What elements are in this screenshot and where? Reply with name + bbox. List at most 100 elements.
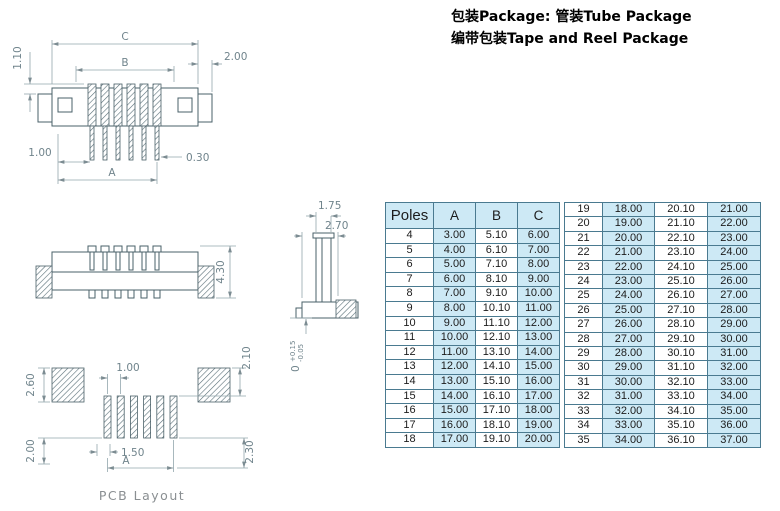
dim-label-pcb-a: A [122,455,130,467]
table-cell: 35 [564,432,603,448]
table-cell: 25 [564,288,603,304]
table-cell: 9.00 [433,315,476,332]
dim-label-a: A [108,167,116,179]
table-cell: 22.10 [654,230,708,247]
table-cell: 23.00 [707,230,761,247]
table-cell: 31.00 [602,389,655,405]
table-cell: 11 [385,330,434,346]
dim-label-2-00: 2.00 [224,51,247,63]
front-view-drawing: 4.30 [35,245,236,299]
table-cell: 28.00 [602,346,655,362]
table-cell: 12.00 [433,359,476,375]
dim-label-2-60: 2.60 [25,373,37,396]
dim-label-1-10: 1.10 [12,46,24,69]
dim-label-1-00: 1.00 [28,147,51,159]
table-cell: 20 [564,216,603,232]
table-cell: 20.10 [654,201,708,218]
table-cell: 6.10 [475,242,518,259]
table-cell: 15.00 [517,359,560,375]
table-cell: 7.00 [433,286,476,302]
col-header-poles: Poles [385,202,434,229]
table-cell: 25.00 [707,259,761,276]
table-cell: 35.00 [707,403,761,420]
table-cell: 15.00 [433,403,476,419]
table-cell: 7 [385,271,434,288]
col-header-b: B [475,202,518,229]
package-line-tube: 包装Package: 管装Tube Package [451,9,692,25]
dim-label-tolerance: 0 +0.15 -0.05 [289,341,305,372]
dim-label-2-10: 2.10 [241,346,253,369]
table-cell: 34.10 [654,403,708,420]
table-cell: 27.10 [654,302,708,319]
table-header-row: Poles A B C [385,202,560,229]
table-cell: 22 [564,245,603,261]
table-cell: 11.00 [517,300,560,317]
table-cell: 27.00 [602,331,655,348]
table-cell: 23.00 [602,274,655,290]
table-cell: 37.00 [707,432,761,448]
table-cell: 30.00 [602,374,655,391]
table-cell: 4 [385,228,434,244]
dim-label-4-30: 4.30 [215,260,227,283]
table-cell: 32.00 [602,403,655,420]
table-cell: 19.00 [517,417,560,434]
table-cell: 26.00 [602,317,655,333]
pcb-layout-label: PCB Layout [99,488,185,503]
table-cell: 10 [385,315,434,332]
table-cell: 10.00 [517,286,560,302]
table-cell: 33 [564,403,603,420]
table-cell: 16.10 [475,388,518,405]
table-cell: 18.10 [475,417,518,434]
table-cell: 10.00 [433,330,476,346]
table-cell: 29.00 [707,317,761,333]
table-cell: 8.00 [517,257,560,273]
table-cell: 25.00 [602,302,655,319]
table-cell: 14.00 [517,344,560,361]
table-cell: 17.00 [517,388,560,405]
package-info: 包装Package: 管装Tube Package 编带包装Tape and R… [451,6,692,50]
table-cell: 29.10 [654,331,708,348]
table-cell: 26 [564,302,603,319]
table-cell: 13 [385,359,434,375]
dim-label-pcb-1-00: 1.00 [116,362,139,374]
table-cell: 24.00 [602,288,655,304]
table-cell: 32.00 [707,360,761,376]
dim-label-b: B [121,57,128,69]
table-cell: 25.10 [654,274,708,290]
dim-label-1-75: 1.75 [318,200,341,212]
table-cell: 18.00 [517,403,560,419]
table-cell: 22.00 [602,259,655,276]
table-cell: 6.00 [433,271,476,288]
table-cell: 12 [385,344,434,361]
table-cell: 16 [385,403,434,419]
table-cell: 20.00 [517,432,560,448]
table-cell: 10.10 [475,300,518,317]
table-cell: 28.10 [654,317,708,333]
table-cell: 8.10 [475,271,518,288]
table-cell: 34.00 [707,389,761,405]
table-cell: 31 [564,374,603,391]
table-cell: 15 [385,388,434,405]
table-cell: 28 [564,331,603,348]
table-cell: 17.10 [475,403,518,419]
table-cell: 9.00 [517,271,560,288]
table-cell: 21.00 [602,245,655,261]
table-cell: 29.00 [602,360,655,376]
